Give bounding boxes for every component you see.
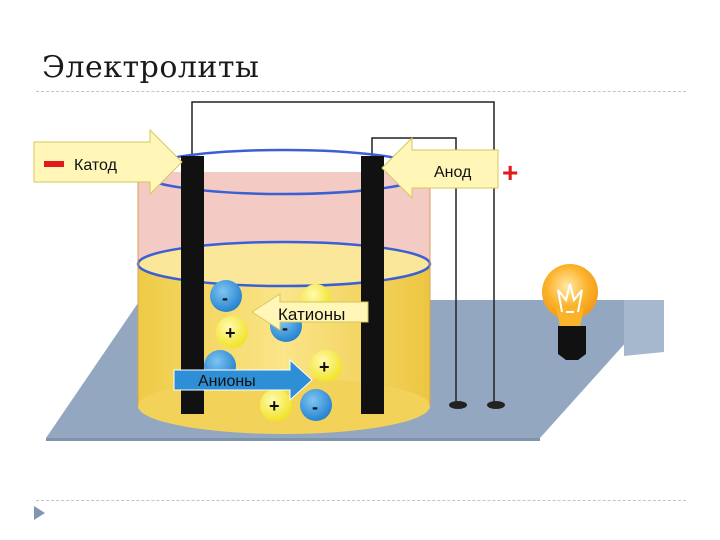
svg-text:+: +: [319, 357, 330, 377]
anode-electrode: [361, 156, 384, 414]
ion-cation-1: +: [216, 316, 248, 348]
anions-label: Анионы: [198, 373, 256, 390]
svg-text:-: -: [222, 288, 228, 308]
cathode-electrode: [181, 156, 204, 414]
svg-text:-: -: [312, 397, 318, 417]
ion-cation-3: +: [310, 350, 342, 382]
cathode-label: Катод: [74, 157, 118, 174]
anions-arrow: [173, 358, 313, 402]
ion-anion-1: -: [210, 280, 242, 312]
title-divider: [36, 91, 686, 92]
svg-text:+: +: [225, 323, 236, 343]
wire-terminal-left: [449, 401, 467, 409]
ion-cation-4: +: [260, 389, 292, 421]
svg-text:+: +: [269, 396, 280, 416]
anode-arrow: [381, 136, 499, 200]
anode-plus-sign: +: [502, 157, 518, 188]
footer-divider: [36, 500, 686, 501]
light-bulb-icon: [542, 264, 598, 360]
svg-text:-: -: [282, 318, 288, 338]
anode-label: Анод: [434, 164, 472, 181]
slide-title: Электролиты: [42, 50, 260, 85]
cathode-minus-sign-icon: [44, 161, 64, 167]
ion-anion-4: -: [300, 389, 332, 421]
bullet-arrow-icon: [34, 506, 45, 520]
cathode-arrow: [33, 128, 183, 196]
cations-label: Катионы: [278, 305, 345, 324]
wire-terminal-right: [487, 401, 505, 409]
cations-arrow: [251, 293, 369, 331]
